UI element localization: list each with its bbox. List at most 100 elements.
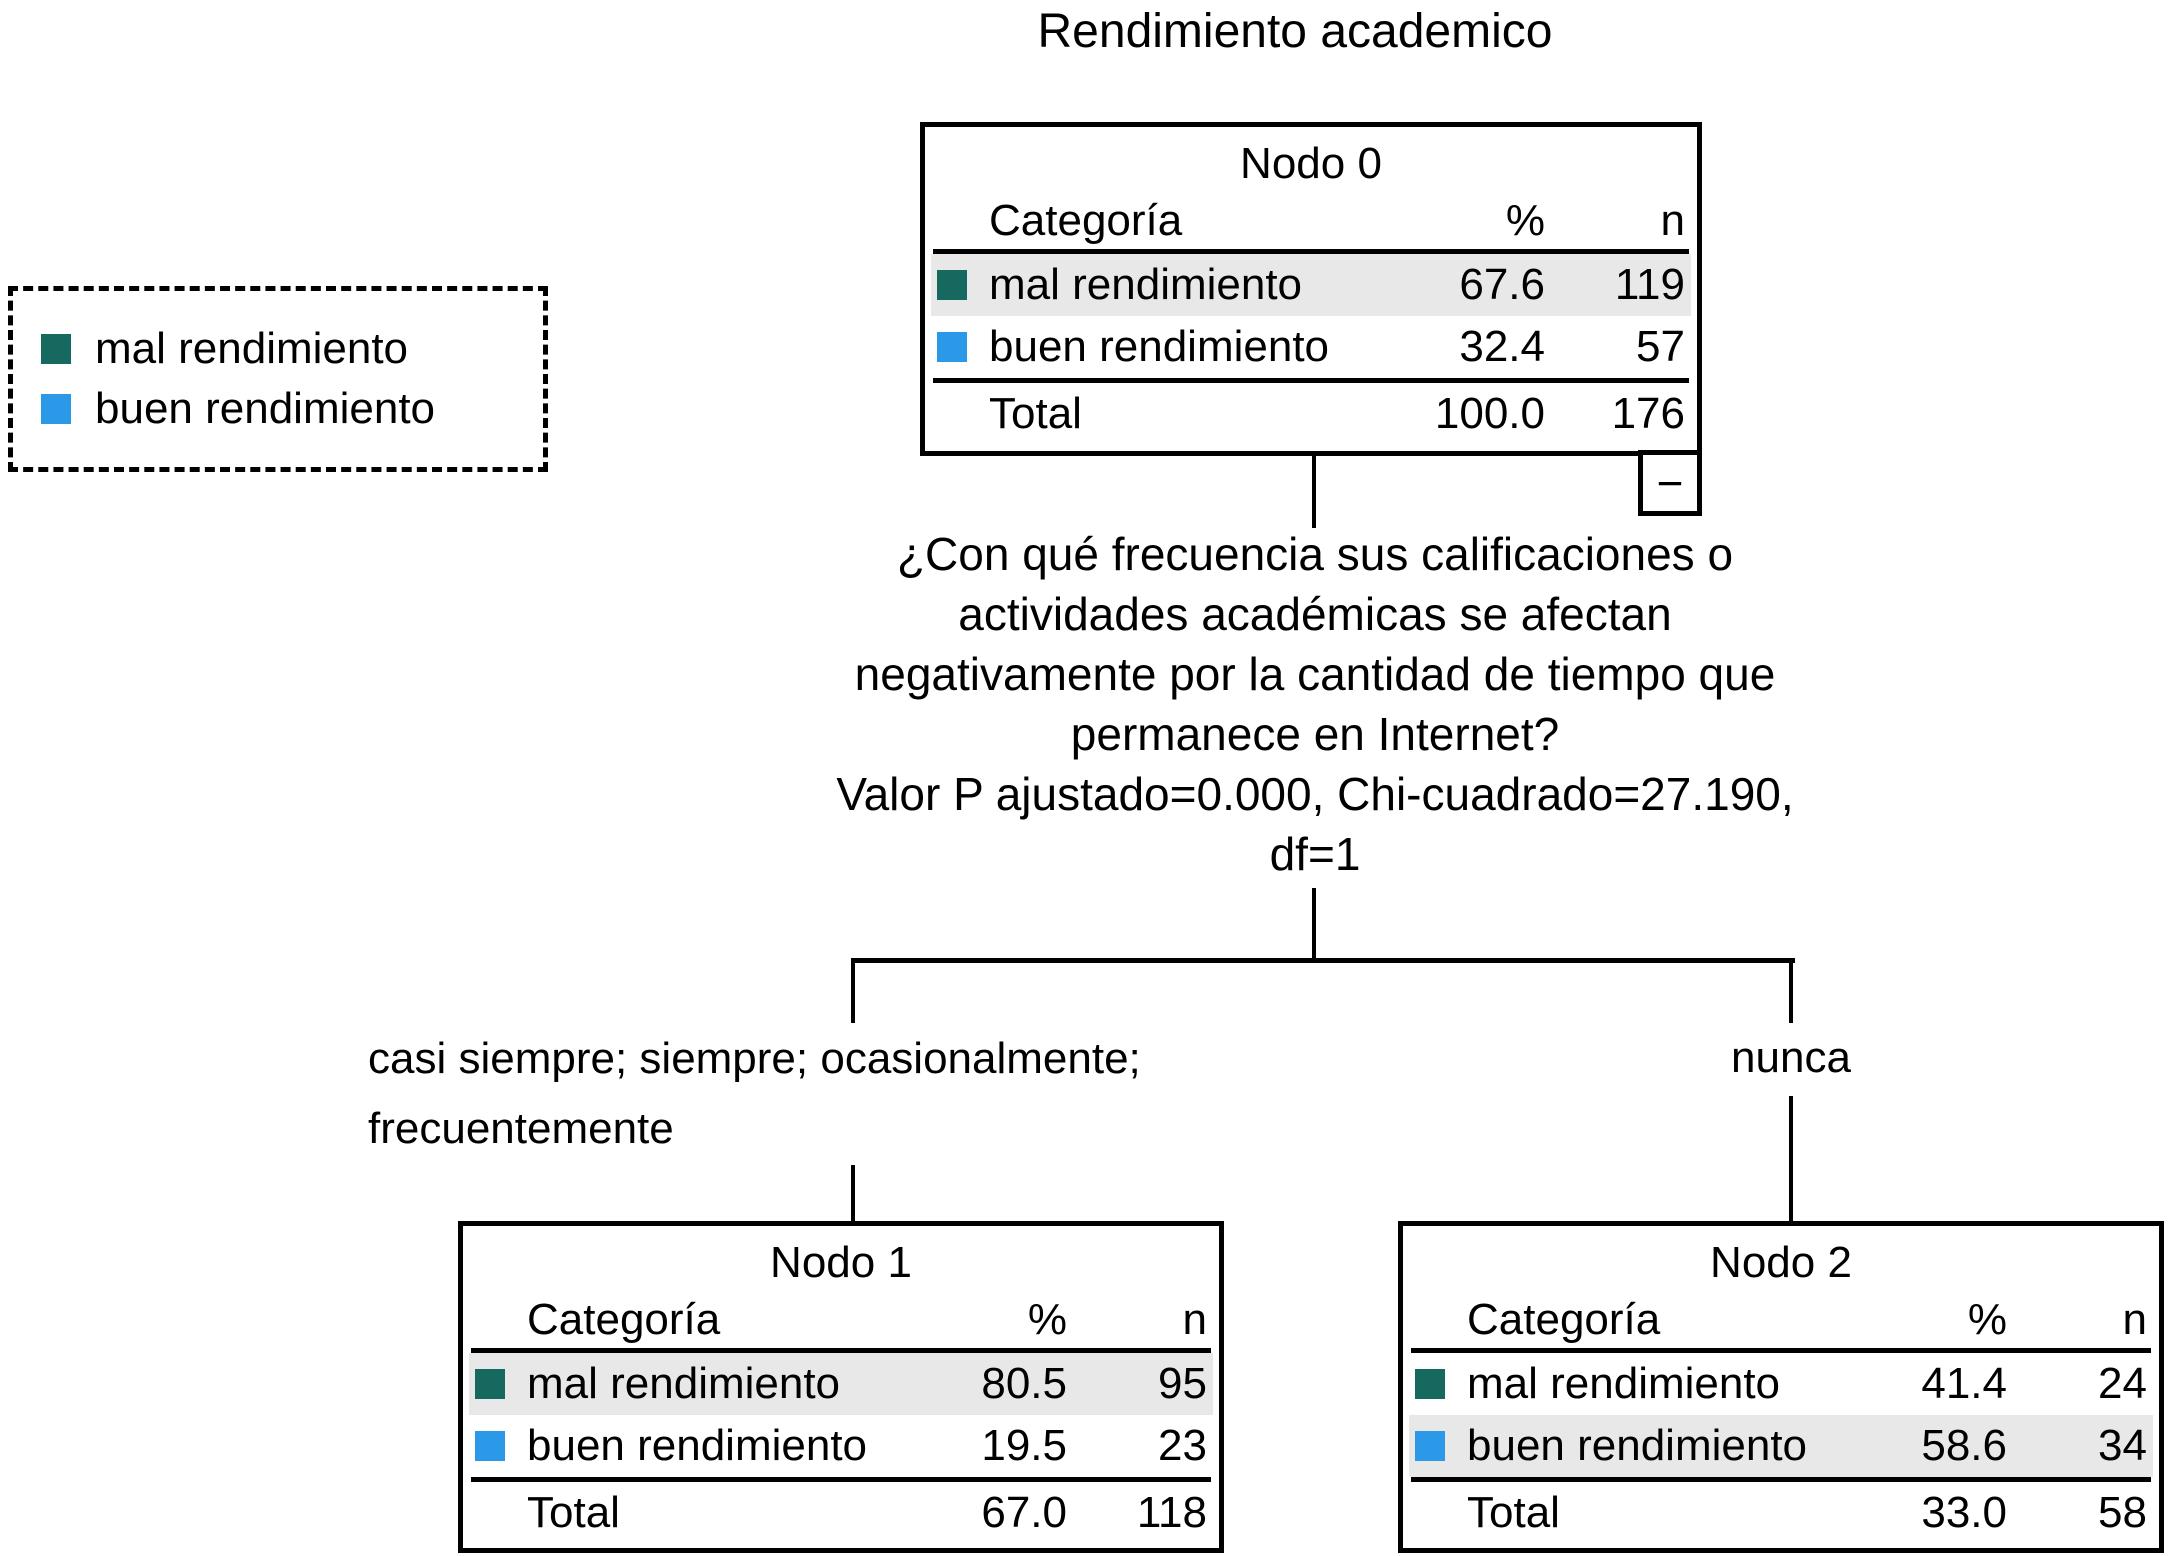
node-title: Nodo 0 [1240, 139, 1382, 188]
legend-box: mal rendimiento buen rendimiento [8, 286, 548, 472]
question-line: permanece en Internet? [1070, 708, 1560, 760]
n-value: 119 [1614, 260, 1685, 309]
table-row-mal: mal rendimiento 80.5 95 [469, 1353, 1213, 1415]
table-row-total: Total 33.0 58 [1409, 1482, 2153, 1544]
header-spacer [475, 1305, 505, 1335]
column-pct: % [1505, 196, 1545, 245]
table-row-total: Total 67.0 118 [469, 1482, 1213, 1544]
table-row-mal: mal rendimiento 41.4 24 [1409, 1353, 2153, 1415]
stats-line: Valor P ajustado=0.000, Chi-cuadrado=27.… [836, 768, 1794, 820]
df-line: df=1 [1269, 828, 1361, 880]
total-n-value: 118 [1136, 1488, 1207, 1537]
buen-rendimiento-swatch-icon [475, 1431, 505, 1461]
connector-right-upper [1789, 963, 1793, 1023]
category-label: mal rendimiento [527, 1359, 841, 1408]
legend-label: buen rendimiento [95, 384, 436, 433]
table-row-buen: buen rendimiento 58.6 34 [1409, 1415, 2153, 1477]
total-label: Total [527, 1488, 620, 1537]
column-n: n [1182, 1295, 1207, 1344]
branch-label-right: nunca [1641, 1032, 1941, 1084]
header-divider [471, 1348, 1211, 1353]
total-divider [933, 378, 1689, 383]
tree-node-1[interactable]: Nodo 1 Categoría % n mal rendimiento 80.… [458, 1221, 1224, 1553]
total-spacer [475, 1498, 505, 1528]
total-n-value: 58 [2098, 1488, 2147, 1537]
total-pct-value: 67.0 [981, 1488, 1067, 1537]
total-n-value: 176 [1611, 389, 1685, 438]
connector-right-lower [1789, 1096, 1793, 1221]
legend-item-mal: mal rendimiento [41, 324, 543, 374]
total-spacer [937, 399, 967, 429]
page-title: Rendimiento academico [1037, 5, 1553, 58]
node-title: Nodo 1 [770, 1238, 912, 1287]
total-spacer [1415, 1498, 1445, 1528]
mal-rendimiento-swatch-icon [41, 334, 71, 364]
column-category: Categoría [1467, 1295, 1661, 1344]
category-label: buen rendimiento [989, 322, 1330, 371]
branch-label-left: casi siempre; siempre; ocasionalmente; f… [368, 1024, 1348, 1164]
header-spacer [937, 206, 967, 236]
header-divider [1411, 1348, 2151, 1353]
node-0-collapse-button[interactable]: − [1638, 450, 1702, 516]
buen-rendimiento-swatch-icon [41, 394, 71, 424]
table-row-buen: buen rendimiento 32.4 57 [931, 316, 1691, 378]
table-row-buen: buen rendimiento 19.5 23 [469, 1415, 1213, 1477]
column-category: Categoría [527, 1295, 721, 1344]
connector-left-lower [851, 1165, 855, 1221]
buen-rendimiento-swatch-icon [1415, 1431, 1445, 1461]
mal-rendimiento-swatch-icon [475, 1369, 505, 1399]
n-value: 34 [2098, 1421, 2147, 1470]
minus-icon: − [1656, 457, 1684, 509]
mal-rendimiento-swatch-icon [1415, 1369, 1445, 1399]
pct-value: 41.4 [1921, 1359, 2007, 1408]
column-n: n [1660, 196, 1685, 245]
split-question-block: ¿Con qué frecuencia sus calificaciones o… [715, 524, 1915, 884]
total-pct-value: 100.0 [1434, 389, 1545, 438]
n-value: 24 [2098, 1359, 2147, 1408]
connector-root-down [1312, 455, 1316, 528]
total-pct-value: 33.0 [1921, 1488, 2007, 1537]
category-label: buen rendimiento [1467, 1421, 1808, 1470]
branch-label-line: frecuentemente [368, 1104, 674, 1153]
branch-label-line: nunca [1731, 1033, 1851, 1082]
connector-left-upper [851, 963, 855, 1023]
question-line: negativamente por la cantidad de tiempo … [854, 648, 1776, 700]
category-label: mal rendimiento [1467, 1359, 1781, 1408]
header-divider [933, 249, 1689, 254]
tree-node-2[interactable]: Nodo 2 Categoría % n mal rendimiento 41.… [1398, 1221, 2164, 1553]
column-category: Categoría [989, 196, 1183, 245]
pct-value: 58.6 [1921, 1421, 2007, 1470]
column-pct: % [1027, 1295, 1067, 1344]
table-row-total: Total 100.0 176 [931, 383, 1691, 445]
table-row-mal: mal rendimiento 67.6 119 [931, 254, 1691, 316]
question-line: actividades académicas se afectan [958, 588, 1672, 640]
n-value: 23 [1158, 1421, 1207, 1470]
category-label: mal rendimiento [989, 260, 1303, 309]
tree-node-0[interactable]: Nodo 0 Categoría % n mal rendimiento 67.… [920, 122, 1702, 456]
pct-value: 32.4 [1459, 322, 1545, 371]
header-spacer [1415, 1305, 1445, 1335]
n-value: 95 [1158, 1359, 1207, 1408]
node-table-header: Categoría % n [931, 193, 1691, 249]
n-value: 57 [1636, 322, 1685, 371]
branch-label-line: casi siempre; siempre; ocasionalmente; [368, 1034, 1141, 1083]
buen-rendimiento-swatch-icon [937, 332, 967, 362]
question-line: ¿Con qué frecuencia sus calificaciones o [896, 528, 1734, 580]
pct-value: 80.5 [981, 1359, 1067, 1408]
pct-value: 67.6 [1459, 260, 1545, 309]
pct-value: 19.5 [981, 1421, 1067, 1470]
column-n: n [2122, 1295, 2147, 1344]
total-divider [1411, 1477, 2151, 1482]
column-pct: % [1967, 1295, 2007, 1344]
node-table-header: Categoría % n [469, 1292, 1213, 1348]
legend-label: mal rendimiento [95, 324, 409, 373]
connector-horizontal-bar [851, 958, 1795, 963]
total-divider [471, 1477, 1211, 1482]
connector-question-down [1312, 888, 1316, 958]
total-label: Total [1467, 1488, 1560, 1537]
category-label: buen rendimiento [527, 1421, 868, 1470]
node-title: Nodo 2 [1710, 1238, 1852, 1287]
node-table-header: Categoría % n [1409, 1292, 2153, 1348]
legend-item-buen: buen rendimiento [41, 384, 543, 434]
